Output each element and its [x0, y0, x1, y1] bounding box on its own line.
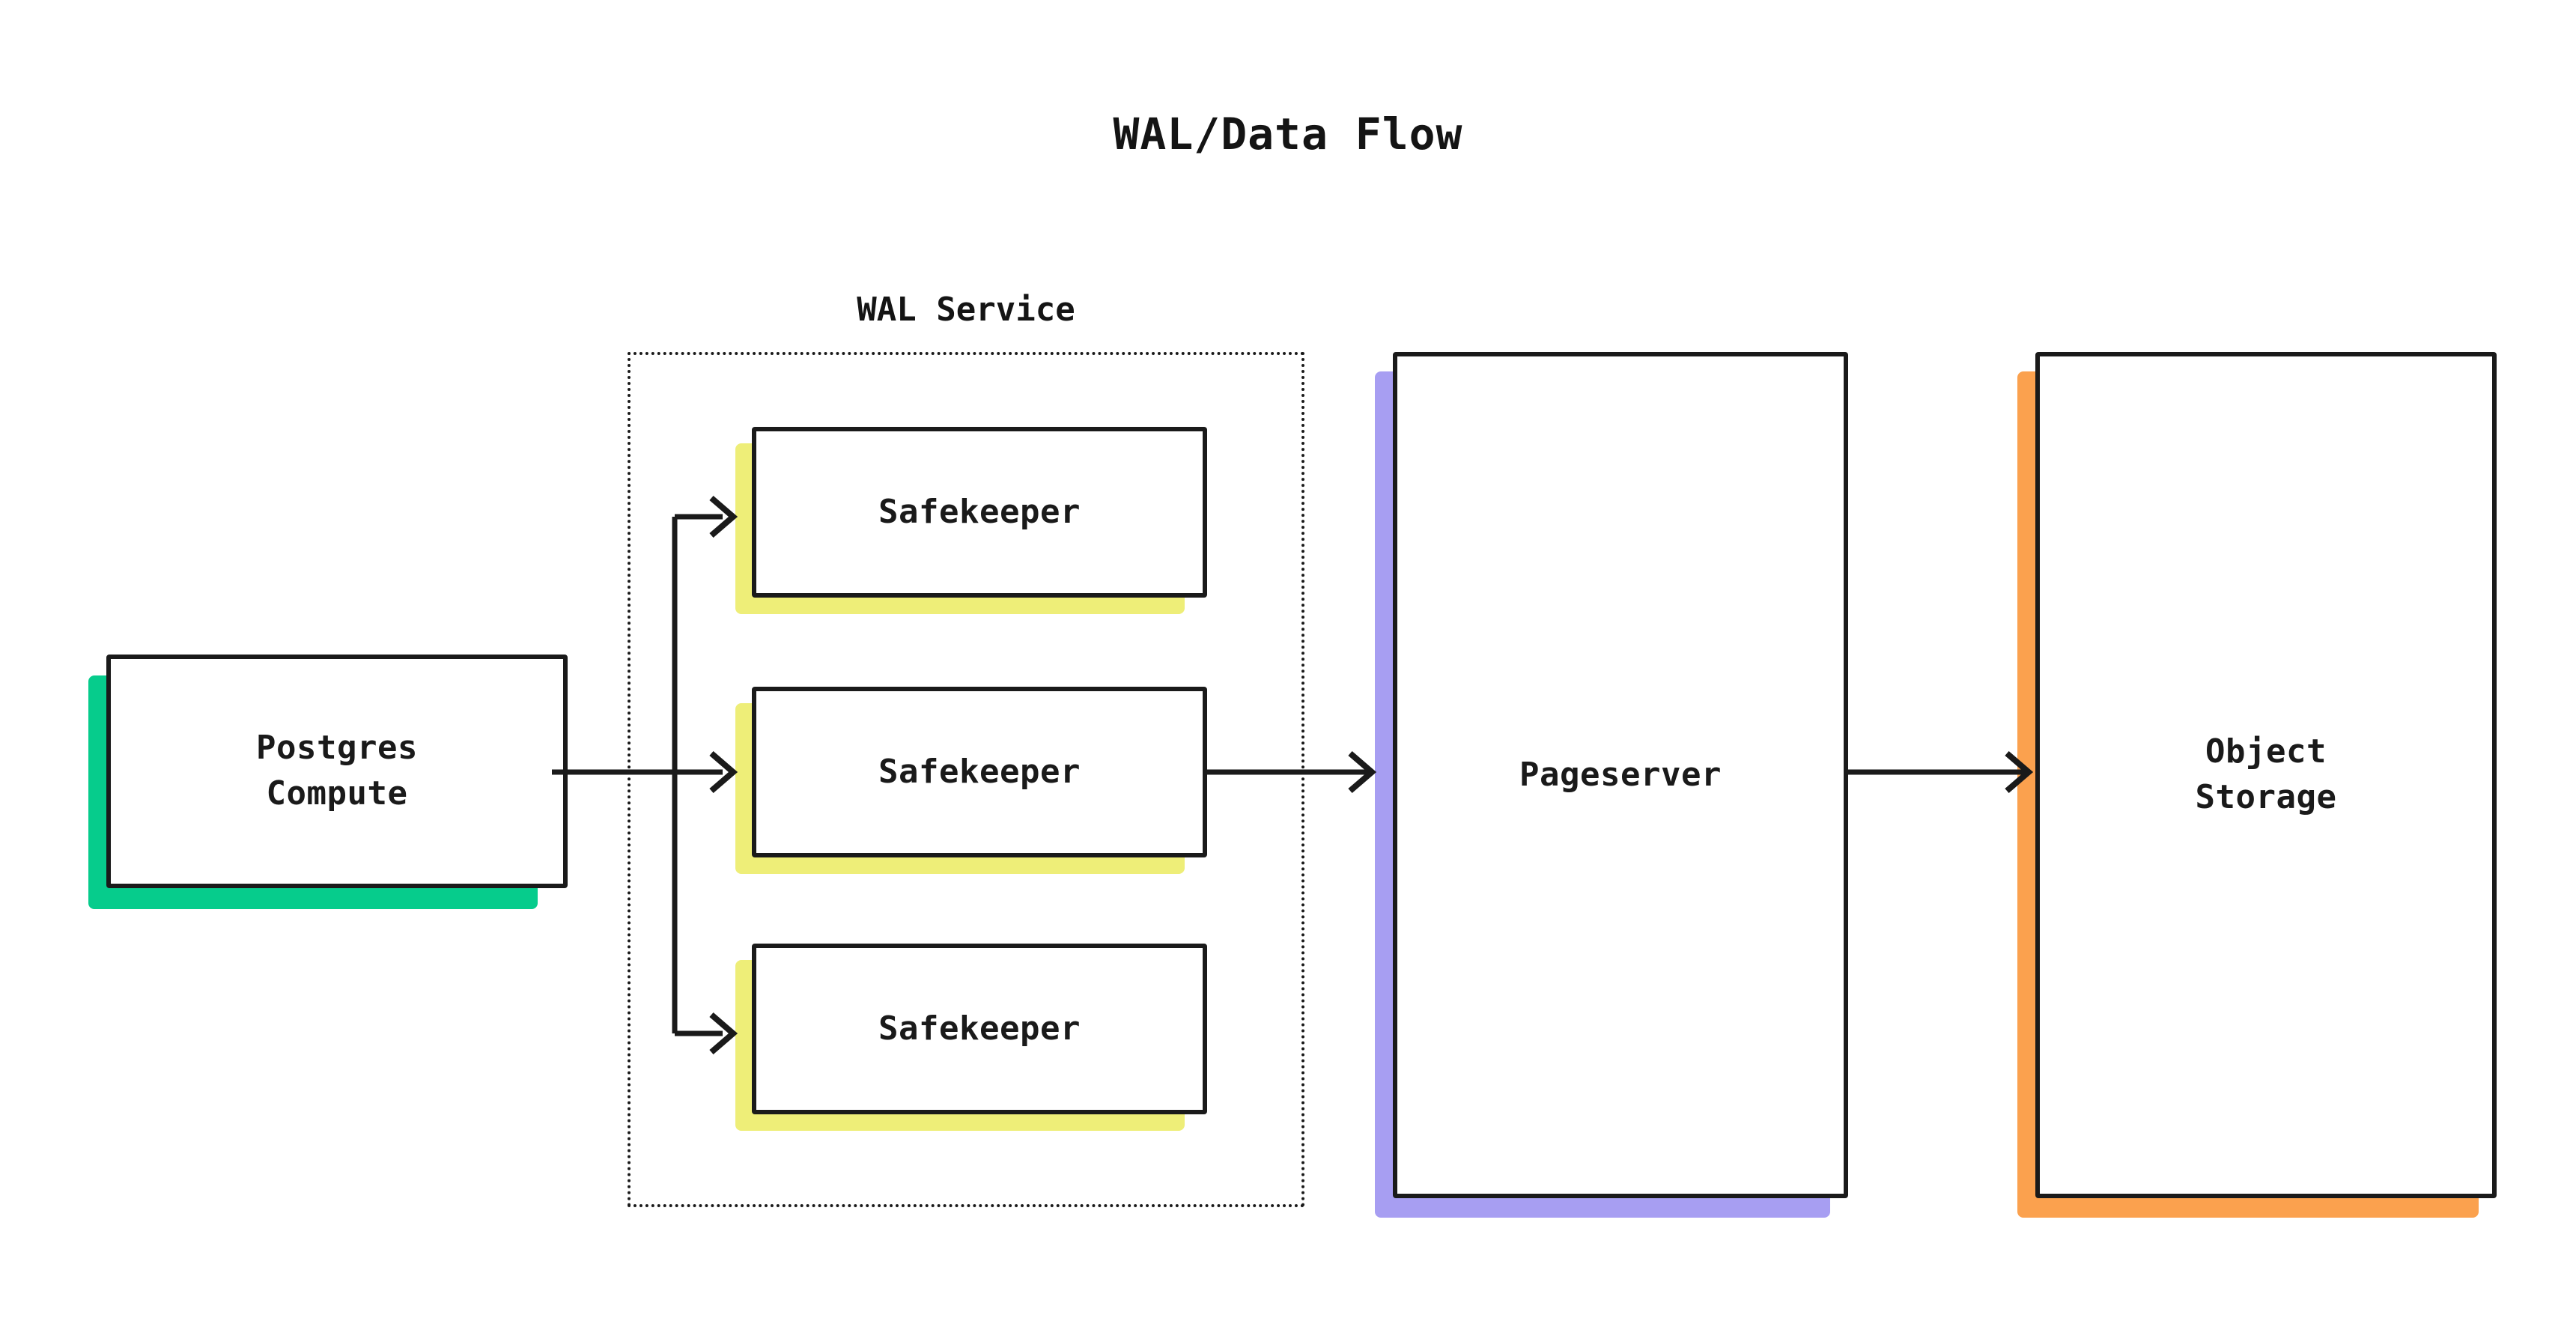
postgres-box: Postgres Compute	[106, 655, 568, 888]
safekeeper-1-label: Safekeeper	[878, 492, 1081, 531]
postgres-label: Postgres Compute	[256, 729, 418, 813]
safekeeper-1-box: Safekeeper	[752, 427, 1207, 598]
object-storage-label: Object Storage	[2195, 732, 2337, 816]
node-safekeeper-1[interactable]: Safekeeper	[735, 427, 1207, 614]
pageserver-box: Pageserver	[1393, 352, 1848, 1198]
safekeeper-3-label: Safekeeper	[878, 1009, 1081, 1048]
node-safekeeper-3[interactable]: Safekeeper	[735, 944, 1207, 1131]
safekeeper-2-label: Safekeeper	[878, 752, 1081, 791]
node-pageserver[interactable]: Pageserver	[1375, 352, 1848, 1218]
node-safekeeper-2[interactable]: Safekeeper	[735, 687, 1207, 874]
safekeeper-2-box: Safekeeper	[752, 687, 1207, 857]
wal-service-group-label: WAL Service	[857, 291, 1075, 329]
object-storage-box: Object Storage	[2035, 352, 2497, 1198]
safekeeper-3-box: Safekeeper	[752, 944, 1207, 1114]
pageserver-label: Pageserver	[1519, 755, 1722, 794]
page-title: WAL/Data Flow	[1113, 109, 1463, 160]
node-postgres-compute[interactable]: Postgres Compute	[88, 655, 568, 909]
wal-service-group-border	[628, 352, 1304, 1207]
node-object-storage[interactable]: Object Storage	[2017, 352, 2497, 1218]
arrowhead-pageserver	[1348, 750, 1377, 794]
